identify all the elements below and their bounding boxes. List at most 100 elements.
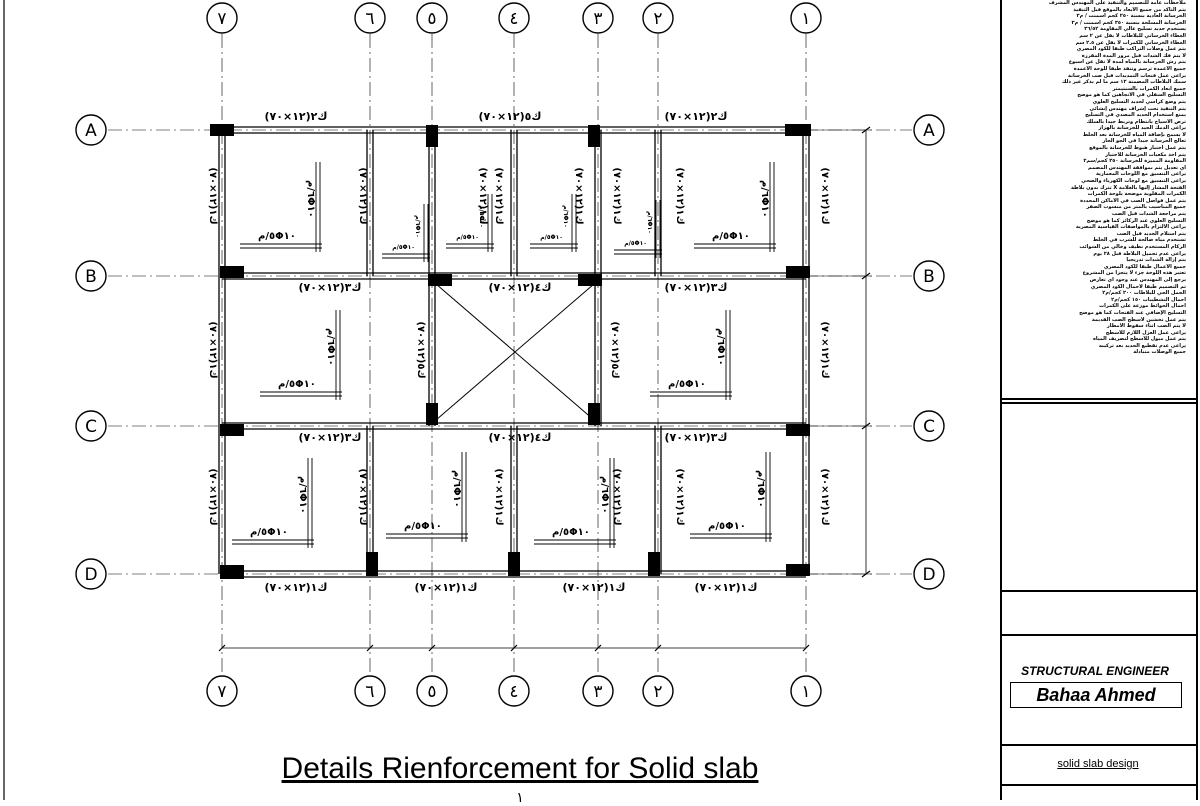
beam-label-vertical: ك١(١٢×٧٠)	[493, 167, 504, 224]
note-line: يراعى عمل فتحات التمديدات قبل صب الخرسان…	[1068, 72, 1186, 79]
opening-cross	[435, 283, 595, 421]
axis-bubble-top-7	[790, 2, 822, 34]
rebar-label-secondary: ٦Φ١٠/م	[297, 476, 308, 514]
axis-bubble-top-2	[354, 2, 386, 34]
rebar-label-main: ٥Φ١٠/م	[250, 527, 288, 538]
drawing-sub-mark: ١	[516, 790, 524, 806]
note-line: جميع المناسيب بالمتر من منسوب الصفر	[1086, 204, 1186, 211]
axis-bubble-top-1-label: ٧	[217, 9, 226, 29]
column	[220, 266, 244, 278]
note-line: جميع أبعاد الكمرات بالسنتيمتر	[1112, 85, 1186, 92]
note-line: يراعى عدم تقطيع الحديد بعد تركيبه	[1098, 342, 1186, 349]
beam-label-row-A: ك٢(١٢×٧٠)	[265, 110, 328, 123]
beam-label-vertical: ك١(١٢×٧٠)	[357, 468, 368, 525]
axis-bubble-left-B-label: B	[85, 267, 97, 287]
axis-bubble-left-A-label: A	[85, 121, 97, 141]
note-line: التسليح السفلي في الاتجاهين كما هو موضح	[1077, 92, 1186, 99]
axis-bubble-top-4	[498, 2, 530, 34]
note-line: يتم مراجعة الشدات قبل الصب	[1111, 211, 1186, 217]
axis-bubble-top-3-label: ٥	[427, 9, 436, 29]
note-line: يتم إزالة الشدات تدريجيا	[1126, 257, 1186, 264]
rebar-label-secondary: ٦Φ١٠/م	[715, 328, 726, 366]
rebar-label-secondary: ٦Φ١٠/م	[562, 205, 569, 228]
axis-bubble-top-7-label: ١	[801, 9, 810, 29]
axis-bubble-top-2-label: ٦	[365, 9, 374, 29]
axis-bubble-bottom-1-label: ٧	[217, 682, 226, 702]
rebar-label-secondary: ٦Φ١٠/م	[599, 476, 610, 514]
rebar-label-main: ٥Φ١٠/م	[668, 379, 706, 390]
axis-bubble-left-B	[75, 260, 107, 292]
note-line: يراعى الدمك الجيد للخرسانة بالهزاز	[1098, 125, 1186, 132]
note-line: الفتحة المشار إليها بالعلامة X تترك بدون…	[1070, 184, 1186, 191]
note-line: يتم استلام الحديد قبل الصب	[1116, 230, 1186, 237]
beam-label-vertical: ك١(١٢×٧٠)	[207, 167, 218, 224]
beam-label-vertical: ك١(١٢×٧٠)	[674, 468, 685, 525]
axis-bubble-bottom-4-label: ٤	[509, 682, 518, 702]
beam-label-row-B: ك٤(١٢×٧٠)	[489, 281, 552, 294]
axis-bubble-bottom-1	[206, 675, 238, 707]
note-line: الخرسانة المسلحة بنسبة ٣٥٠ كجم أسمنت / م…	[1071, 19, 1186, 26]
note-line: تعالج الخرسانة جيدا في الجو الحار	[1102, 138, 1186, 145]
axis-bubble-bottom-2	[354, 675, 386, 707]
note-line: أحمال الحوائط موزعة على الكمرات	[1099, 303, 1186, 310]
note-line: يمنع استخدام الحديد المصدي في التسليح	[1085, 112, 1186, 119]
note-line: سمك البلاطات المصمتة ١٢ سم ما لم يذكر غي…	[1061, 79, 1186, 86]
beam-label-vertical: ك٥(١٢×٧٠)	[609, 321, 620, 378]
rebar-label-main: ٥Φ١٠/م	[552, 527, 590, 538]
beam-label-vertical: ك١(١٢×٧٠)	[819, 468, 830, 525]
axis-bubble-left-C-label: C	[85, 417, 97, 437]
axis-bubble-top-5-label: ٣	[593, 9, 602, 29]
note-line: تعتبر هذه اللوحة جزء لا يتجزأ من المشروع	[1082, 270, 1186, 277]
note-line: يراعى عدم تحميل البلاطة قبل ٢٨ يوم	[1093, 250, 1186, 257]
title-block-divider	[1002, 744, 1196, 746]
title-block-divider	[1002, 634, 1196, 636]
note-line: المقاومة المميزة للخرسانة ٢٥٠ كجم/سم٢	[1083, 158, 1186, 165]
note-line: يتم وضع كراسي لحديد التسليح العلوي	[1092, 98, 1186, 105]
column	[578, 274, 602, 286]
note-line: جميع الأعمدة ترسم وتنفذ طبقا للوحة الأعم…	[1073, 65, 1186, 72]
column	[786, 266, 810, 278]
rebar-label-main: ٥Φ١٠/م	[392, 244, 415, 251]
note-line: الكمرات المقلوبة موضحة بلوحة الكمرات	[1087, 191, 1186, 198]
drawing-title: Details Rienforcement for Solid slab	[281, 752, 759, 785]
title-block	[1000, 0, 1198, 800]
title-block-divider	[1002, 402, 1196, 404]
beam-label-row-A: ك٢(١٢×٧٠)	[665, 110, 728, 123]
axis-bubble-top-1	[206, 2, 238, 34]
beam-label-vertical: ك١(١٢×٧٠)	[819, 321, 830, 378]
beam-label-row-C: ك٣(١٢×٧٠)	[299, 431, 362, 444]
axis-bubble-bottom-3-label: ٥	[427, 682, 436, 702]
note-line: يتم التنفيذ تحت إشراف مهندس إنشائي	[1089, 105, 1187, 112]
beam-label-vertical: ك١(١٢×٧٠)	[207, 468, 218, 525]
rebar-label-secondary: ٦Φ١٠/م	[755, 470, 766, 508]
note-line: لا يسمح بإضافة المياه للخرسانة بعد الخلط	[1082, 131, 1186, 138]
axis-bubble-left-D-label: D	[84, 565, 97, 585]
beam-label-row-C: ك٣(١٢×٧٠)	[665, 431, 728, 444]
title-block-divider	[1002, 398, 1196, 400]
rebar-label-main: ٥Φ١٠/م	[708, 521, 746, 532]
note-line: يتم عمل اختبار هبوط للخرسانة بالموقع	[1089, 145, 1186, 152]
note-line: يتم التأكد من جميع الأبعاد بالموقع قبل ا…	[1073, 6, 1186, 13]
general-notes: ملاحظات عامة للتصميم والتنفيذ على المهند…	[1002, 0, 1196, 395]
column	[366, 552, 378, 576]
column	[428, 274, 452, 286]
rebar-label-main: ٥Φ١٠/م	[540, 234, 563, 241]
note-line: يستخدم حديد تسليح عالي المقاومة ٣٦/٥٢	[1084, 26, 1186, 33]
axis-bubble-right-C-label: C	[923, 417, 935, 437]
column	[220, 565, 244, 579]
rebar-label-main: ٥Φ١٠/م	[278, 379, 316, 390]
beam-label-row-D: ك١(١٢×٧٠)	[415, 581, 478, 594]
axis-bubble-top-5	[582, 2, 614, 34]
note-line: يتم عمل وصلات التراكب طبقا للكود المصري	[1076, 46, 1186, 53]
axis-bubble-left-D	[75, 558, 107, 590]
axis-bubble-bottom-6	[642, 675, 674, 707]
beam-label-vertical: ك١(١٢×٧٠)	[357, 167, 368, 224]
note-line: ملاحظات عامة للتصميم والتنفيذ على المهند…	[1048, 0, 1186, 6]
beam-label-row-B: ك٣(١٢×٧٠)	[665, 281, 728, 294]
beam-label-row-D: ك١(١٢×٧٠)	[695, 581, 758, 594]
axis-bubble-bottom-6-label: ٢	[653, 682, 662, 702]
axis-bubble-right-D-label: D	[922, 565, 935, 585]
rebar-label-secondary: ٦Φ١٠/م	[325, 328, 336, 366]
note-line: تم التصميم طبقا لأحمال الكود المصري	[1090, 283, 1186, 290]
note-line: أحمال التشطيبات ١٥٠ كجم/م٢	[1111, 296, 1186, 303]
